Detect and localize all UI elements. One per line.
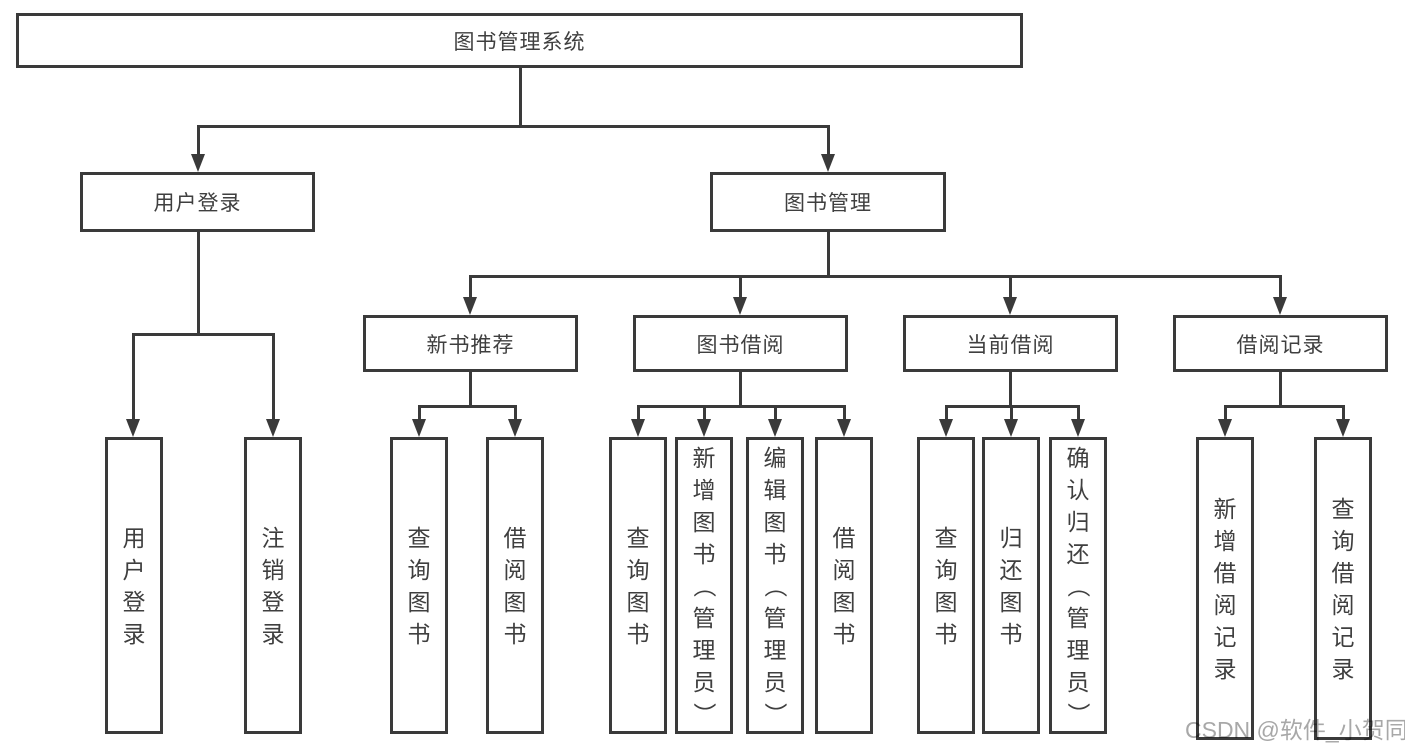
connector-root-drop-right (827, 125, 830, 155)
arrowhead-down-icon (939, 419, 953, 437)
leaf-query-borrow-record: 查询借阅记录 (1314, 437, 1372, 740)
arrowhead-down-icon (126, 419, 140, 437)
arrowhead-down-icon (1003, 297, 1017, 315)
leaf-return-book: 归还图书 (982, 437, 1040, 734)
connector-mgmt-stub (827, 232, 830, 277)
connector-sec2-drop-2 (1077, 405, 1080, 421)
connector-login-bar (132, 333, 275, 336)
arrowhead-down-icon (768, 419, 782, 437)
arrowhead-down-icon (733, 297, 747, 315)
arrowhead-down-icon (631, 419, 645, 437)
connector-sec2-stub (1009, 372, 1012, 408)
node-borrow-records: 借阅记录 (1173, 315, 1388, 372)
arrowhead-down-icon (1071, 419, 1085, 437)
connector-root-drop-left (197, 125, 200, 155)
connector-sec0-drop-1 (514, 405, 517, 421)
arrowhead-down-icon (697, 419, 711, 437)
node-book-borrow-label: 图书借阅 (696, 333, 785, 357)
leaf-borrow-books-recommend: 借阅图书 (486, 437, 544, 734)
arrowhead-down-icon (837, 419, 851, 437)
connector-sec1-stub (739, 372, 742, 408)
leaf-add-book-admin: 新增图书（管理员） (675, 437, 733, 734)
connector-sec2-drop-0 (945, 405, 948, 421)
node-book-borrow: 图书借阅 (633, 315, 848, 372)
connector-login-drop-1 (272, 333, 275, 421)
node-current-borrow-label: 当前借阅 (966, 333, 1055, 357)
node-new-book-recommend: 新书推荐 (363, 315, 578, 372)
arrowhead-down-icon (1218, 419, 1232, 437)
connector-sec0-stub (469, 372, 472, 408)
leaf-confirm-return-admin: 确认归还（管理员） (1049, 437, 1107, 734)
node-book-management-label: 图书管理 (784, 192, 872, 215)
connector-mgmt-drop-1 (739, 275, 742, 299)
connector-mgmt-bar (469, 275, 1282, 278)
connector-login-stub (197, 232, 200, 335)
connector-sec3-bar (1224, 405, 1345, 408)
connector-sec1-drop-0 (637, 405, 640, 421)
arrowhead-down-icon (412, 419, 426, 437)
arrowhead-down-icon (1273, 297, 1287, 315)
node-root: 图书管理系统 (16, 13, 1023, 68)
leaf-user-login: 用户登录 (105, 437, 163, 734)
arrowhead-down-icon (508, 419, 522, 437)
connector-sec2-drop-1 (1010, 405, 1013, 421)
node-user-login-label: 用户登录 (153, 192, 242, 215)
connector-sec1-bar (637, 405, 846, 408)
node-borrow-records-label: 借阅记录 (1236, 333, 1325, 357)
connector-root-stub (519, 68, 522, 126)
arrowhead-down-icon (463, 297, 477, 315)
connector-sec3-drop-1 (1342, 405, 1345, 421)
connector-login-drop-0 (132, 333, 135, 421)
connector-sec3-stub (1279, 372, 1282, 408)
leaf-logout: 注销登录 (244, 437, 302, 734)
node-book-management: 图书管理 (710, 172, 946, 232)
arrowhead-down-icon (1004, 419, 1018, 437)
node-new-book-recommend-label: 新书推荐 (426, 333, 515, 357)
csdn-watermark: CSDN @软件_小贺同学 (1185, 717, 1405, 743)
connector-sec0-drop-0 (418, 405, 421, 421)
connector-sec1-drop-1 (703, 405, 706, 421)
connector-sec1-drop-2 (774, 405, 777, 421)
connector-sec3-drop-0 (1224, 405, 1227, 421)
arrowhead-down-icon (191, 154, 205, 172)
arrowhead-down-icon (821, 154, 835, 172)
connector-root-bar (197, 125, 830, 128)
node-current-borrow: 当前借阅 (903, 315, 1118, 372)
leaf-edit-book-admin: 编辑图书（管理员） (746, 437, 804, 734)
leaf-query-books-borrow: 查询图书 (609, 437, 667, 734)
connector-sec0-bar (418, 405, 517, 408)
node-user-login: 用户登录 (80, 172, 315, 232)
connector-mgmt-drop-2 (1009, 275, 1012, 299)
arrowhead-down-icon (1336, 419, 1350, 437)
arrowhead-down-icon (266, 419, 280, 437)
connector-mgmt-drop-3 (1279, 275, 1282, 299)
leaf-borrow-books: 借阅图书 (815, 437, 873, 734)
leaf-query-books-current: 查询图书 (917, 437, 975, 734)
node-root-label: 图书管理系统 (453, 30, 586, 54)
leaf-query-books-recommend: 查询图书 (390, 437, 448, 734)
connector-sec1-drop-3 (843, 405, 846, 421)
leaf-add-borrow-record: 新增借阅记录 (1196, 437, 1254, 740)
connector-mgmt-drop-0 (469, 275, 472, 299)
